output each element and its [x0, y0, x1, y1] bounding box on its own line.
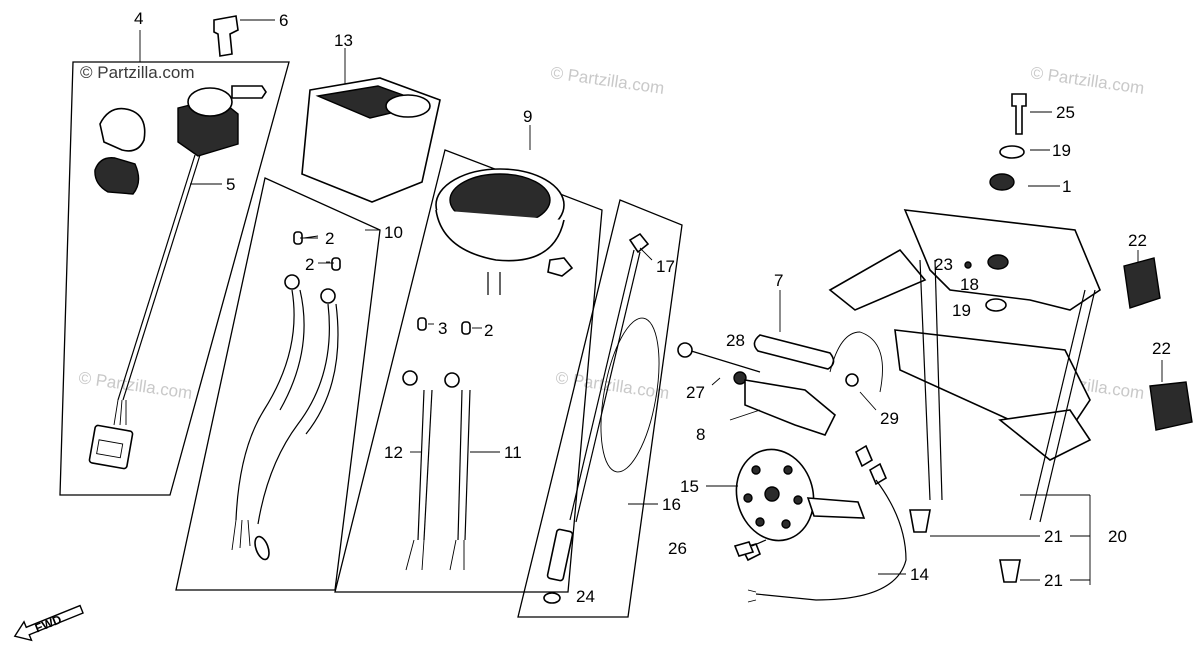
damper-lower — [1149, 381, 1193, 431]
callout-10: 10 — [384, 223, 403, 242]
callout-2-upper: 2 — [325, 229, 334, 248]
fwd-arrow-icon — [13, 604, 84, 642]
cable-group-outline — [517, 199, 683, 618]
fwd-indicator: FWD — [13, 604, 84, 642]
callout-4: 4 — [134, 9, 143, 28]
callout-21-upper: 21 — [1044, 527, 1063, 546]
callout-1: 1 — [1062, 177, 1071, 196]
callout-7: 7 — [774, 271, 783, 290]
callout-18: 18 — [960, 275, 979, 294]
speedometer-cable-group — [517, 199, 683, 618]
callout-15: 15 — [680, 477, 699, 496]
callouts: 1 2 2 2 3 4 5 6 7 8 9 10 11 12 13 14 15 … — [134, 9, 1171, 606]
callout-24: 24 — [576, 587, 595, 606]
callout-19-upper: 19 — [1052, 141, 1071, 160]
bracket-and-bolt — [677, 290, 883, 436]
callout-20: 20 — [1108, 527, 1127, 546]
callout-11: 11 — [504, 443, 522, 462]
rubber-dampers — [1123, 257, 1193, 431]
indicator-lamp-group — [175, 177, 381, 591]
switch-nut — [94, 157, 140, 195]
callout-21-lower: 21 — [1044, 571, 1063, 590]
horn-wire — [747, 444, 907, 603]
callout-6: 6 — [279, 11, 288, 30]
callout-29: 29 — [880, 409, 899, 428]
switch-cover — [99, 107, 146, 152]
callout-2-lower: 2 — [484, 321, 493, 340]
speedometer-group — [334, 125, 603, 593]
horn — [735, 448, 866, 562]
callout-27: 27 — [686, 383, 705, 402]
callout-25: 25 — [1056, 103, 1075, 122]
callout-19-lower: 19 — [952, 301, 971, 320]
bracket — [744, 379, 836, 436]
callout-22-lower: 22 — [1152, 339, 1171, 358]
ignition-key — [231, 85, 267, 99]
watermark-top-right: © Partzilla.com — [1029, 63, 1145, 98]
watermark-top-center: © Partzilla.com — [549, 63, 665, 98]
callout-13: 13 — [334, 31, 353, 50]
callout-28: 28 — [726, 331, 745, 350]
callout-22-upper: 22 — [1128, 231, 1147, 250]
watermark-mid-left: © Partzilla.com — [77, 368, 193, 403]
callout-5: 5 — [226, 175, 235, 194]
callout-23: 23 — [934, 255, 953, 274]
callout-16: 16 — [662, 495, 681, 514]
key-blank — [213, 15, 239, 57]
ignition-connector — [88, 424, 134, 470]
callout-12: 12 — [384, 443, 403, 462]
ignition-switch-group — [59, 15, 290, 496]
callout-26: 26 — [668, 539, 687, 558]
damper-upper — [1123, 257, 1161, 309]
leader-lines — [190, 111, 1163, 585]
fwd-label: FWD — [33, 612, 64, 635]
callout-8: 8 — [696, 425, 705, 444]
instrument-bracket — [733, 93, 1101, 583]
callout-2-middle: 2 — [305, 255, 314, 274]
watermark-top-left: © Partzilla.com — [80, 63, 195, 82]
meter-cover — [301, 48, 441, 203]
callout-3: 3 — [438, 319, 447, 338]
ignition-group-outline — [59, 61, 290, 496]
cable-fitting — [546, 528, 574, 582]
callout-14: 14 — [910, 565, 929, 584]
callout-9: 9 — [523, 107, 532, 126]
spacer-tube — [753, 334, 835, 370]
callout-17: 17 — [656, 257, 675, 276]
